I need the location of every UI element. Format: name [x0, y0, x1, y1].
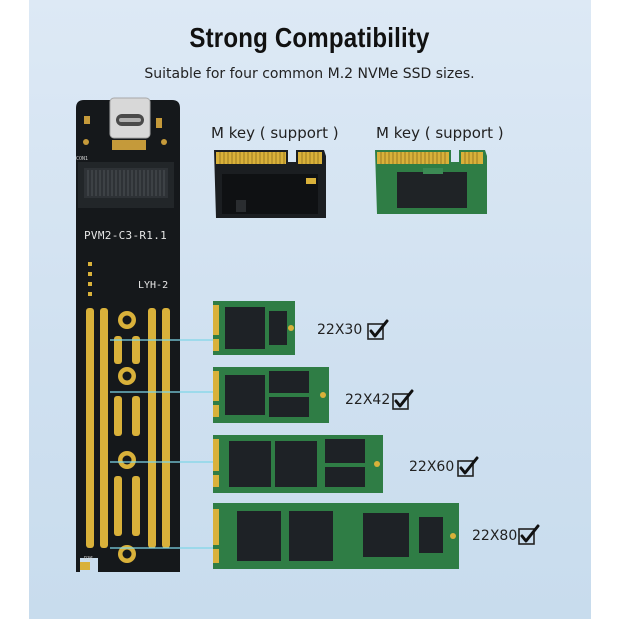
board-con-text: CON1 [76, 156, 89, 162]
board-r-text: R36 [84, 556, 94, 562]
page-subtitle: Suitable for four common M.2 NVMe SSD si… [144, 66, 475, 82]
connector-label-2: M key ( support ) [376, 124, 504, 142]
m-key-connector-green [375, 150, 487, 214]
page-title: Strong Compatibility [189, 22, 430, 53]
ssd-22x30 [213, 301, 295, 355]
ssd-22x42 [213, 367, 329, 423]
ssd-22x60 [213, 435, 383, 493]
size-label-22x80: 22X80 [472, 528, 518, 544]
board-model-text: PVM2-C3-R1.1 [84, 229, 168, 242]
checkbox-checked-icon [367, 319, 389, 340]
size-label-22x30: 22X30 [317, 322, 363, 338]
checkbox-checked-icon [392, 389, 414, 410]
m-key-connector-black [214, 150, 326, 218]
size-label-22x42: 22X42 [345, 392, 391, 408]
board-id-text: LYH-2 [138, 280, 169, 291]
checkbox-checked-icon [518, 524, 540, 545]
connector-label-1: M key ( support ) [211, 124, 339, 142]
adapter-board [76, 97, 180, 572]
ssd-22x80 [213, 503, 459, 569]
checkbox-checked-icon [457, 456, 479, 477]
size-label-22x60: 22X60 [409, 459, 455, 475]
